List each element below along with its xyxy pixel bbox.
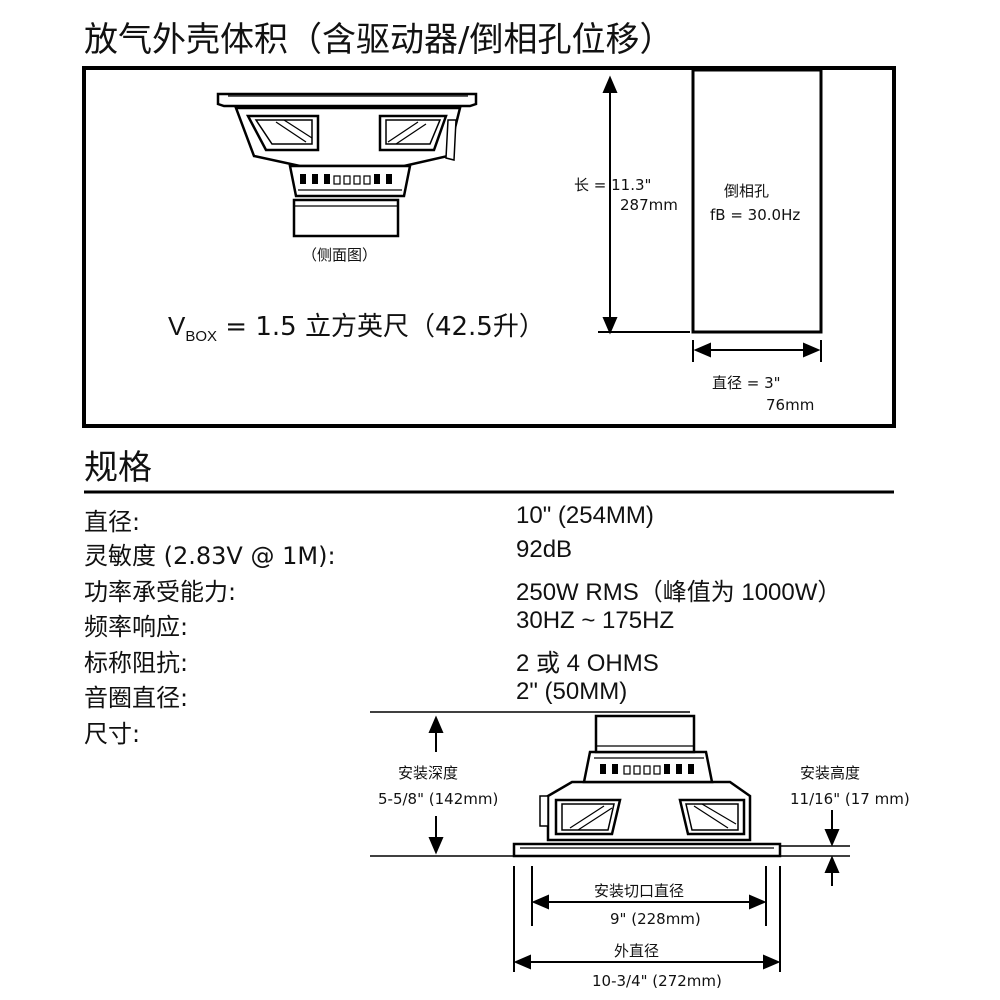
length-label: 长 = 11.3" (574, 176, 652, 194)
spec-label-sensitivity: 灵敏度 (2.83V @ 1M): (84, 542, 336, 570)
port-tuning: fB = 30.0Hz (710, 206, 801, 224)
outer-diameter-label: 外直径 (614, 942, 660, 960)
spec-label-voice-coil: 音圈直径: (84, 684, 189, 712)
spec-label-frequency: 频率响应: (84, 613, 189, 641)
length-arrow (598, 75, 690, 335)
speaker-dimension-view (512, 714, 782, 858)
spec-value-frequency: 30HZ ~ 175HZ (516, 607, 675, 634)
port-diameter-mm: 76mm (766, 396, 815, 414)
cutout-label: 安装切口直径 (594, 882, 685, 900)
side-view-caption: （侧面图） (302, 246, 378, 264)
port-outline (691, 68, 823, 334)
mount-depth-arrow (428, 715, 444, 855)
spec-value-impedance: 2 或 4 OHMS (516, 650, 659, 677)
outer-diameter-arrow (513, 866, 781, 972)
vbox-value: = 1.5 立方英尺（42.5升） (225, 312, 545, 342)
mount-height-value: 11/16" (17 mm) (790, 790, 910, 808)
speaker-side-view-top (216, 92, 478, 238)
mount-height-label: 安装高度 (800, 764, 861, 782)
spec-value-power: 250W RMS（峰值为 1000W） (516, 579, 842, 606)
specs-title: 规格 (84, 448, 152, 488)
spec-label-diameter: 直径: (84, 508, 141, 536)
length-mm: 287mm (620, 196, 678, 214)
mount-height-arrow (824, 810, 840, 886)
spec-label-power: 功率承受能力: (84, 578, 237, 606)
spec-value-voice-coil: 2" (50MM) (516, 678, 628, 705)
vbox-label: VBOX = 1.5 立方英尺（42.5升） (168, 306, 545, 345)
port-diameter-arrow (692, 340, 822, 362)
vbox-subscript: BOX (185, 328, 218, 346)
box-volume-title: 放气外壳体积（含驱动器/倒相孔位移） (84, 20, 674, 60)
spec-value-sensitivity: 92dB (516, 536, 573, 563)
outer-diameter-value: 10-3/4" (272mm) (592, 972, 722, 990)
mount-depth-value: 5-5/8" (142mm) (378, 790, 499, 808)
cutout-value: 9" (228mm) (610, 910, 701, 928)
spec-value-diameter: 10" (254MM) (516, 502, 654, 529)
mount-depth-label: 安装深度 (398, 764, 459, 782)
spec-label-impedance: 标称阻抗: (84, 649, 189, 677)
enclosure-box-outline (82, 66, 896, 428)
cutout-diameter-arrow (531, 866, 767, 926)
depth-reference-lines (370, 711, 850, 857)
spec-label-dimensions: 尺寸: (84, 720, 141, 748)
vbox-prefix: V (168, 311, 186, 341)
port-diameter-label: 直径 = 3" (712, 374, 781, 392)
port-label: 倒相孔 (724, 182, 770, 200)
